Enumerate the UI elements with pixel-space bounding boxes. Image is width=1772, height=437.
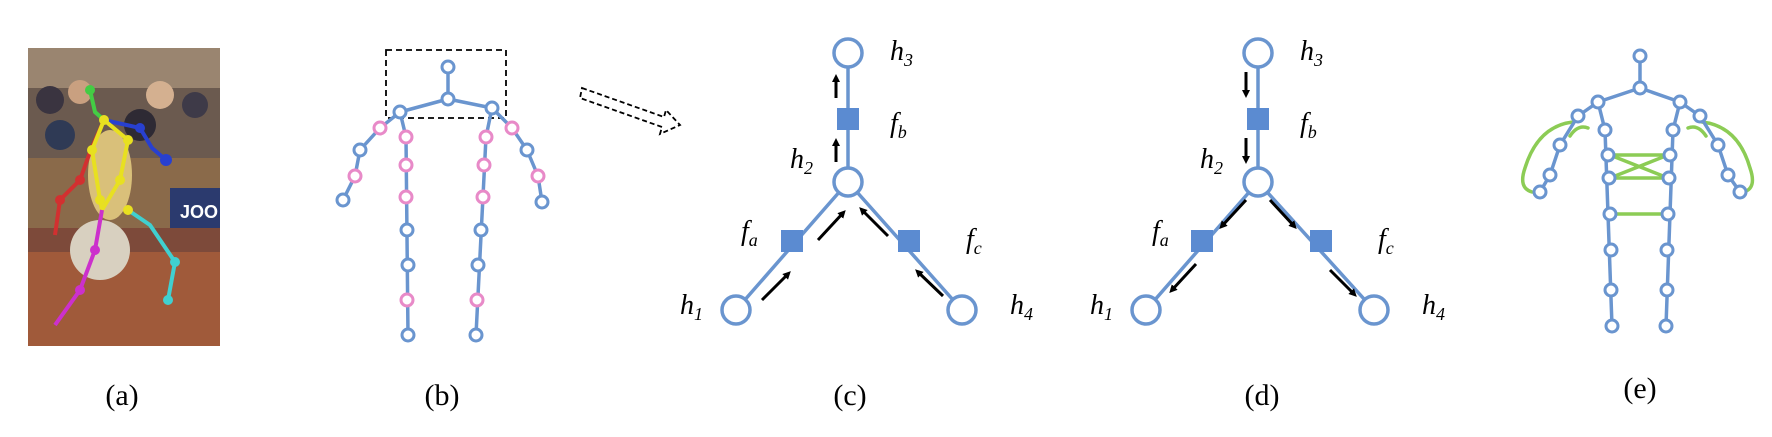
label-fc: fc [1378,224,1394,258]
panel-b-skeleton [335,49,550,343]
node-h1 [1130,294,1162,326]
factor-fa [781,230,803,252]
label-fc: fc [966,224,982,258]
message-arrows-down [1169,72,1357,297]
node-h3 [832,37,864,69]
factor-fc [898,230,920,252]
message-arrows-up [760,74,945,302]
node-h3 [1242,37,1274,69]
factor-fb [837,108,859,130]
label-fb: fb [890,108,907,142]
photo-logo-text: JOO [180,202,218,222]
label-fb: fb [1300,108,1317,142]
node-h2 [1242,166,1274,198]
label-h2: h2 [1200,144,1223,178]
caption-b: (b) [425,379,460,412]
label-fa: fa [741,216,758,250]
node-h4 [946,294,978,326]
label-h1: h1 [1090,290,1113,324]
factor-fc [1310,230,1332,252]
label-h2: h2 [790,144,813,178]
factor-fb [1247,108,1269,130]
factor-fa [1191,230,1213,252]
transition-arrow [578,86,682,136]
caption-d: (d) [1245,379,1280,412]
caption-a: (a) [105,379,138,412]
node-h1 [720,294,752,326]
zoom-box [385,49,507,119]
extra-edges [1520,120,1755,216]
panel-c-factor-graph: h3 fb h2 fa fc h1 h4 [680,36,1033,326]
panel-a-photo: JOO [28,48,220,346]
node-h4 [1358,294,1390,326]
label-h3: h3 [890,36,913,70]
caption-e: (e) [1623,372,1656,405]
node-h2 [832,166,864,198]
label-h3: h3 [1300,36,1323,70]
panel-e-skeleton [1520,48,1755,334]
label-h1: h1 [680,290,703,324]
caption-c: (c) [833,379,866,412]
label-h4: h4 [1422,290,1445,324]
label-h4: h4 [1010,290,1033,324]
panel-d-factor-graph: h3 fb h2 fa fc h1 h4 [1090,36,1445,326]
label-fa: fa [1152,216,1169,250]
